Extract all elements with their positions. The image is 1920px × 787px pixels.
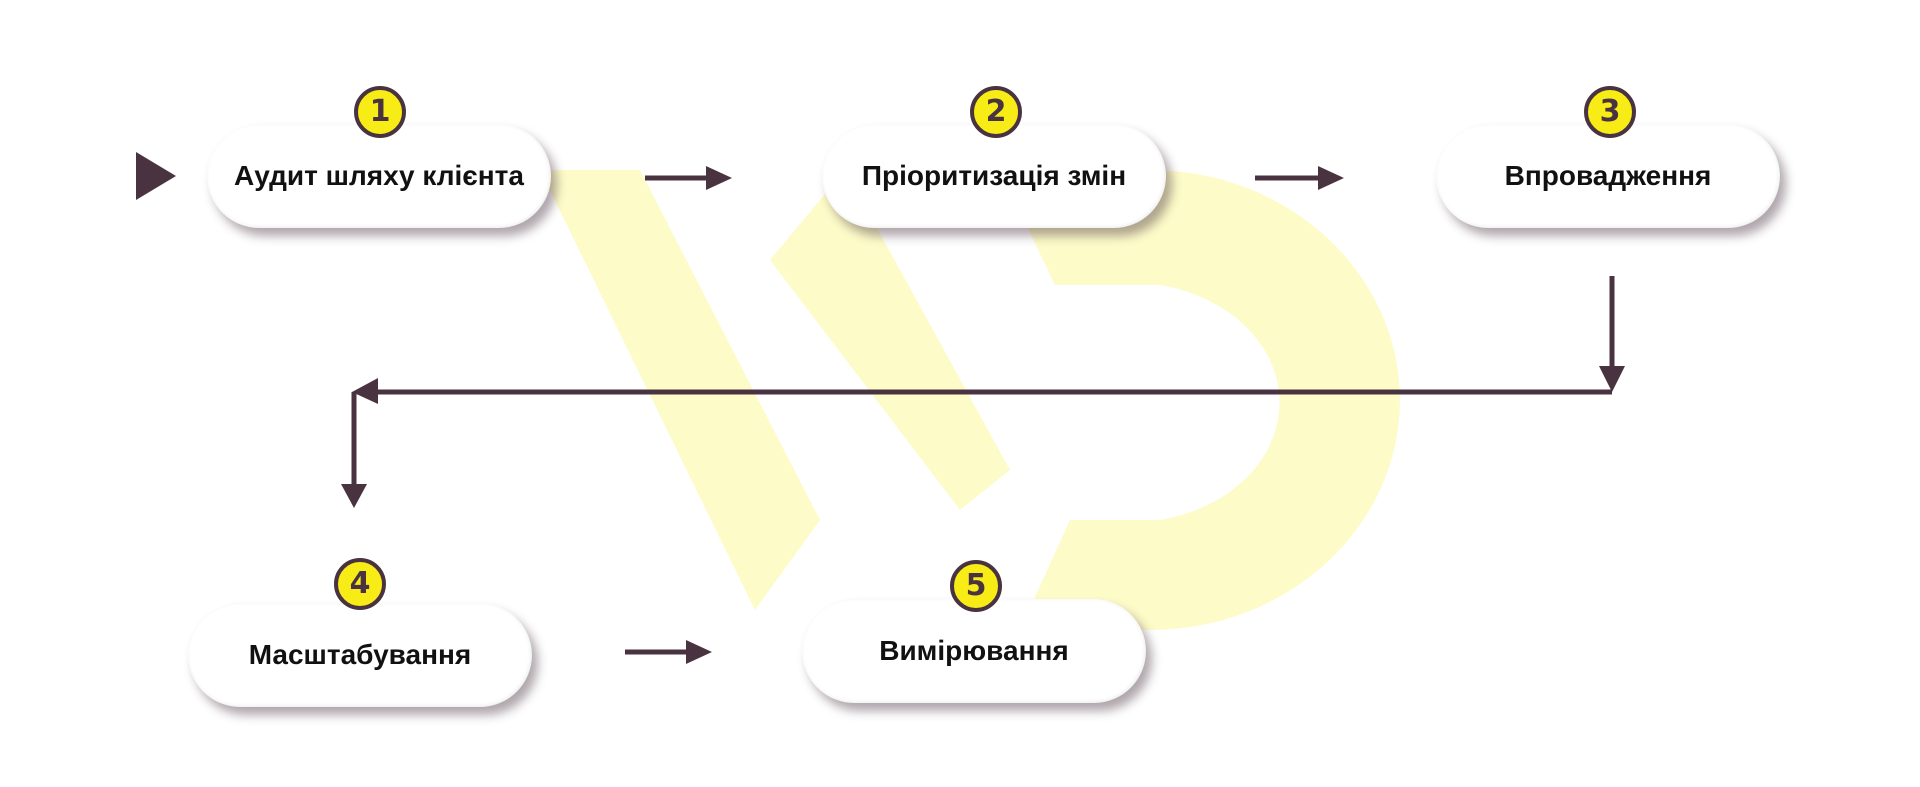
start-marker-icon — [136, 152, 176, 200]
step-5-box: Вимірювання — [802, 599, 1146, 703]
step-3-label: Впровадження — [1504, 160, 1712, 191]
step-2-label: Пріоритизація змін — [861, 160, 1127, 191]
arrow-return-head — [352, 378, 378, 404]
step-4-label: Масштабування — [248, 639, 472, 670]
step-5-label: Вимірювання — [879, 635, 1069, 666]
step-4-box: Масштабування — [188, 603, 532, 707]
step-2-badge: 2 — [970, 86, 1022, 138]
step-2-box: Пріоритизація змін — [822, 124, 1166, 228]
step-1-box: Аудит шляху клієнта — [207, 124, 551, 228]
step-2-number: 2 — [985, 94, 1007, 129]
step-3-badge: 3 — [1584, 86, 1636, 138]
arrow-2-to-3-head — [1318, 166, 1344, 190]
step-4-badge: 4 — [334, 558, 386, 610]
step-3-number: 3 — [1599, 94, 1621, 129]
step-3-box: Впровадження — [1436, 124, 1780, 228]
step-1-label: Аудит шляху клієнта — [234, 160, 524, 191]
arrow-down-to-4-head — [341, 484, 367, 508]
step-1-badge: 1 — [354, 86, 406, 138]
step-1-number: 1 — [369, 94, 391, 129]
arrow-3-down-head — [1599, 366, 1625, 392]
arrow-4-to-5-head — [686, 640, 712, 664]
step-5-number: 5 — [965, 568, 987, 603]
arrow-1-to-2-head — [706, 166, 732, 190]
step-4-number: 4 — [349, 566, 371, 601]
step-5-badge: 5 — [950, 560, 1002, 612]
